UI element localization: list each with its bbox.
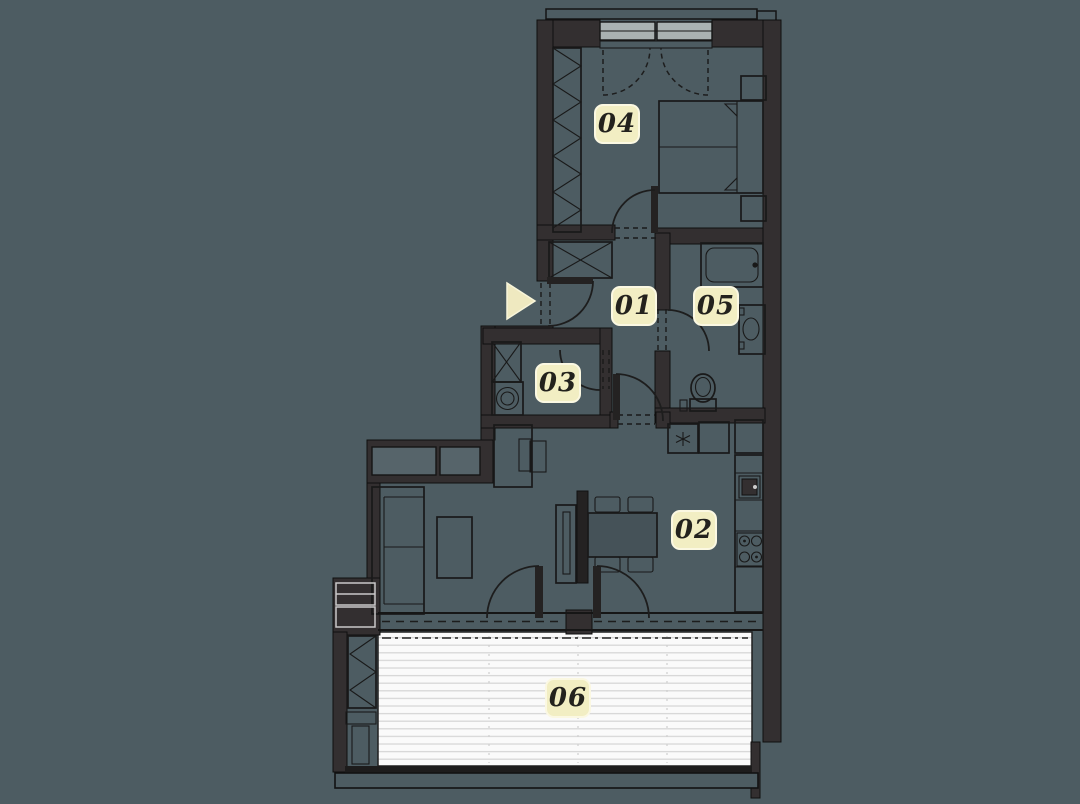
toilet xyxy=(679,373,717,412)
room-label-01-text: 01 xyxy=(614,291,654,321)
room-label-06-text: 06 xyxy=(548,683,588,713)
utility-cabinet xyxy=(491,341,522,383)
room-label-05-text: 05 xyxy=(696,291,736,321)
water-heater xyxy=(667,423,699,454)
dining-chair xyxy=(594,556,621,573)
coffee-table xyxy=(436,516,473,579)
balcony-storage-boxes xyxy=(345,711,377,765)
hall-living-door xyxy=(613,373,664,425)
washing-machine xyxy=(491,381,524,416)
window-casement-arcs xyxy=(602,47,709,96)
balcony-door-left xyxy=(486,565,543,619)
room-label-02-text: 02 xyxy=(674,515,714,545)
room-label-01: 01 xyxy=(611,286,657,326)
bedroom-wardrobe xyxy=(551,47,583,233)
room-label-02: 02 xyxy=(671,510,717,550)
balcony-door-right xyxy=(593,565,650,619)
desk xyxy=(493,424,547,488)
bedroom-window xyxy=(599,21,713,49)
room-label-03: 03 xyxy=(535,363,581,403)
room-label-04-text: 04 xyxy=(597,109,637,139)
living-room-windows xyxy=(371,446,481,476)
nightstands xyxy=(740,75,767,222)
balcony-cabinet xyxy=(347,635,377,709)
room-label-05: 05 xyxy=(693,286,739,326)
entrance-door xyxy=(540,277,594,327)
room-label-06: 06 xyxy=(545,678,591,718)
stove xyxy=(736,532,764,567)
bathroom-vanity-sink xyxy=(738,304,766,355)
dining-chair xyxy=(627,496,654,513)
double-bed xyxy=(658,100,764,194)
dining-chair xyxy=(627,556,654,573)
bedroom-door xyxy=(611,186,658,239)
room-label-03-text: 03 xyxy=(538,368,578,398)
kitchen-cabinet xyxy=(698,421,730,454)
hall-wardrobe xyxy=(548,241,613,279)
entrance-arrow-icon xyxy=(506,281,537,321)
kitchen-sink xyxy=(738,475,761,499)
exterior-storage-bench xyxy=(335,582,376,628)
dining-table xyxy=(587,496,658,573)
bathtub xyxy=(700,242,764,288)
tv-unit xyxy=(555,490,589,584)
room-label-04: 04 xyxy=(594,104,640,144)
fridge xyxy=(734,419,764,454)
dining-chair xyxy=(594,496,621,513)
balcony-glazing xyxy=(378,612,763,631)
tv-screen xyxy=(576,490,589,584)
